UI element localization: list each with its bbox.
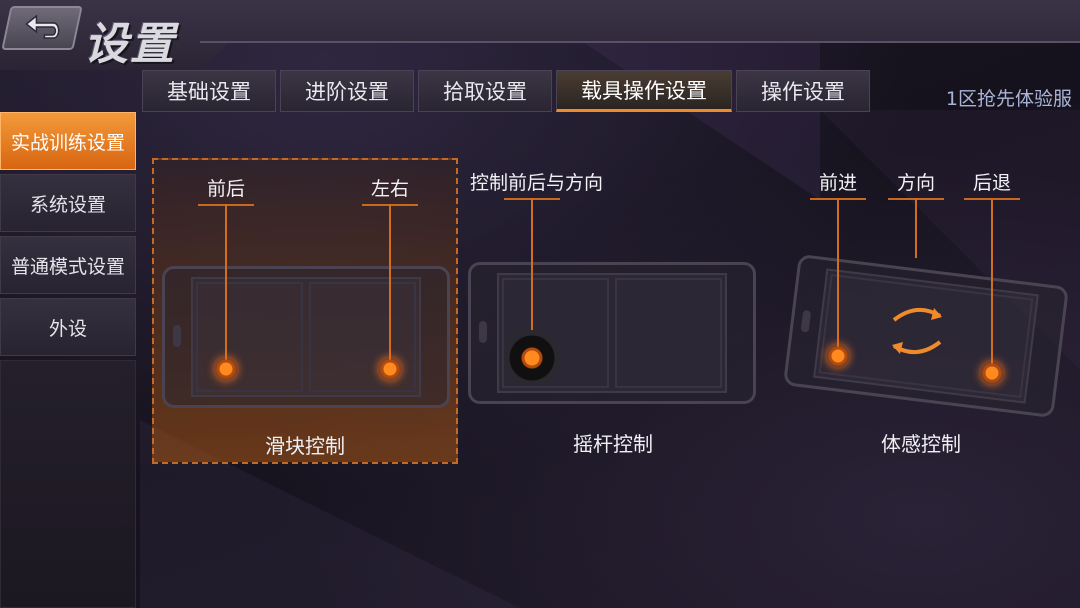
callout-forward-back: 前后	[206, 178, 245, 200]
sidebar-item-training[interactable]: 实战训练设置	[0, 112, 136, 170]
rotate-arrows-icon	[886, 298, 948, 368]
slider-control-option[interactable]: 前后 左右 滑块控制	[152, 158, 458, 464]
callout-backward: 后退	[972, 172, 1011, 194]
content-area: 前后 左右 滑块控制 控制前后与方向 摇杆控制 前进 方向 后退	[142, 112, 1080, 608]
header-divider	[200, 41, 1080, 43]
tab-bar: 基础设置 进阶设置 拾取设置 载具操作设置 操作设置	[142, 70, 870, 112]
phone-illustration	[468, 262, 756, 404]
forward-back-slider-dot	[213, 356, 239, 382]
back-arrow-icon	[19, 12, 66, 44]
callout-direction: 方向	[896, 172, 935, 194]
motion-control-label: 体感控制	[881, 432, 961, 456]
back-button[interactable]	[1, 6, 83, 50]
callout-forward-direction: 控制前后与方向	[470, 172, 604, 194]
slider-control-label: 滑块控制	[265, 434, 345, 458]
callout-left-right: 左右	[370, 178, 409, 200]
motion-control-option[interactable]: 前进 方向 后退 体感控制	[768, 158, 1074, 464]
forward-tilt-dot	[825, 343, 851, 369]
sidebar-filler	[0, 360, 136, 608]
tab-pickup-settings[interactable]: 拾取设置	[418, 70, 552, 112]
sidebar-item-system[interactable]: 系统设置	[0, 174, 136, 232]
sidebar-item-peripherals[interactable]: 外设	[0, 298, 136, 356]
phone-illustration	[162, 266, 450, 408]
joystick-control-option[interactable]: 控制前后与方向 摇杆控制	[460, 158, 766, 464]
joystick-control-label: 摇杆控制	[573, 432, 653, 456]
server-name: 1区抢先体验服	[945, 88, 1072, 110]
page-title: 设置	[84, 19, 176, 70]
joystick-icon	[504, 330, 560, 386]
sidebar: 实战训练设置 系统设置 普通模式设置 外设	[0, 112, 138, 608]
left-right-slider-dot	[377, 356, 403, 382]
tab-operation-settings[interactable]: 操作设置	[736, 70, 870, 112]
tab-advanced-settings[interactable]: 进阶设置	[280, 70, 414, 112]
callout-forward: 前进	[818, 172, 857, 194]
tab-vehicle-controls[interactable]: 载具操作设置	[556, 70, 732, 112]
tab-basic-settings[interactable]: 基础设置	[142, 70, 276, 112]
backward-tilt-dot	[979, 360, 1005, 386]
sidebar-item-normal-mode[interactable]: 普通模式设置	[0, 236, 136, 294]
